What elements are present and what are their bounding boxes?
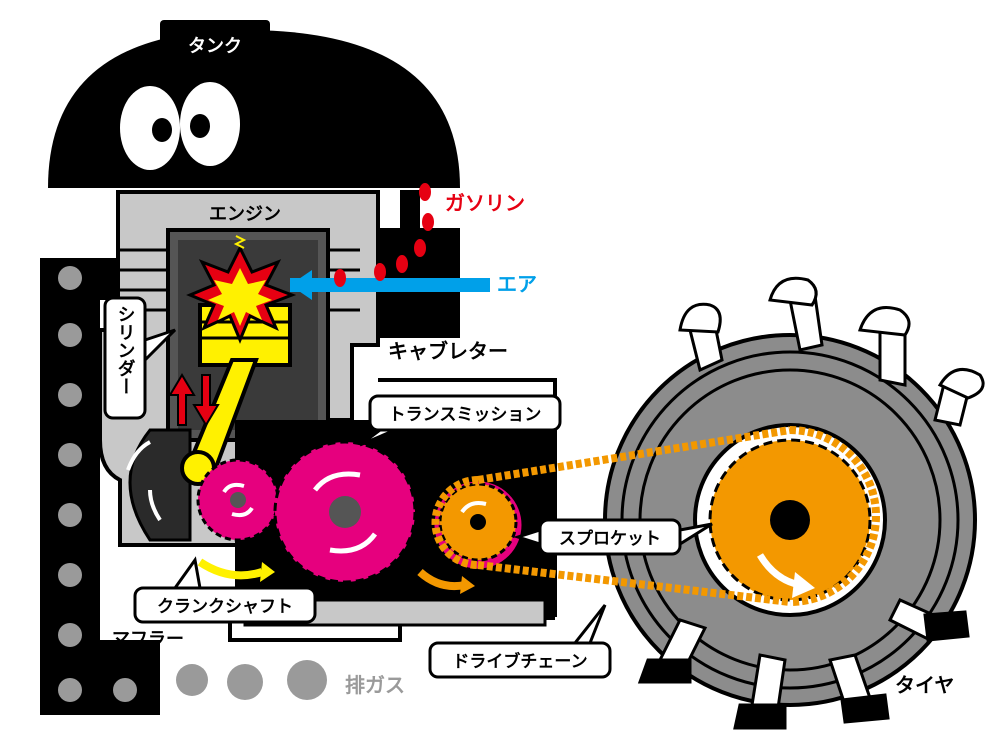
gasoline-label: ガソリン bbox=[445, 191, 525, 215]
carburetor-label: キャブレター bbox=[388, 339, 508, 363]
muffler bbox=[40, 258, 160, 715]
shoe-icon bbox=[923, 610, 970, 642]
transmission-callout: トランスミッション bbox=[359, 394, 562, 447]
rotation-arrow-icon bbox=[222, 482, 245, 494]
engine-label: エンジン bbox=[209, 204, 281, 225]
tire-arms bbox=[678, 276, 985, 427]
shoe-icon bbox=[733, 703, 787, 730]
transmission-label: トランスミッション bbox=[389, 405, 542, 425]
tire bbox=[603, 333, 977, 707]
fuel-tank bbox=[48, 20, 460, 188]
cylinder-callout: シリンダー bbox=[103, 296, 177, 420]
glove-icon bbox=[768, 276, 818, 307]
crankshaft-label: クランクシャフト bbox=[157, 597, 293, 617]
transmission-gear bbox=[273, 440, 417, 584]
glove-icon bbox=[857, 306, 911, 337]
drive-chain-callout: ドライブチェーン bbox=[428, 604, 612, 679]
carburetor bbox=[290, 183, 490, 338]
crankshaft-gear bbox=[196, 458, 280, 542]
tire-legs bbox=[637, 598, 970, 730]
tank-label: タンク bbox=[188, 36, 242, 57]
drive-chain bbox=[431, 426, 880, 606]
rotation-arrow-icon bbox=[460, 501, 487, 514]
shoe-icon bbox=[840, 693, 890, 724]
exhaust-clouds bbox=[176, 660, 327, 700]
up-down-arrow-icon bbox=[168, 373, 220, 427]
glove-icon bbox=[678, 302, 722, 334]
crankshaft-callout: クランクシャフト bbox=[133, 556, 317, 624]
rotation-arrow-icon bbox=[417, 568, 466, 591]
glove-icon bbox=[937, 367, 985, 400]
drive-chain-label: ドライブチェーン bbox=[452, 651, 587, 672]
exhaust-label: 排ガス bbox=[345, 673, 405, 697]
air-label: エア bbox=[497, 272, 537, 296]
sprocket-label: スプロケット bbox=[559, 528, 661, 549]
explosion-icon bbox=[186, 235, 297, 344]
cylinder-label: シリンダー bbox=[115, 305, 136, 395]
sprocket-callout: スプロケット bbox=[513, 518, 713, 556]
eye-icon bbox=[120, 82, 240, 170]
rotation-arrow-icon bbox=[313, 471, 361, 492]
muffler-label: マフラー bbox=[112, 629, 184, 650]
tire-label: タイヤ bbox=[895, 673, 954, 697]
rotation-arrow-icon bbox=[197, 558, 264, 580]
shoe-icon bbox=[637, 658, 692, 684]
front-sprocket bbox=[438, 482, 518, 562]
